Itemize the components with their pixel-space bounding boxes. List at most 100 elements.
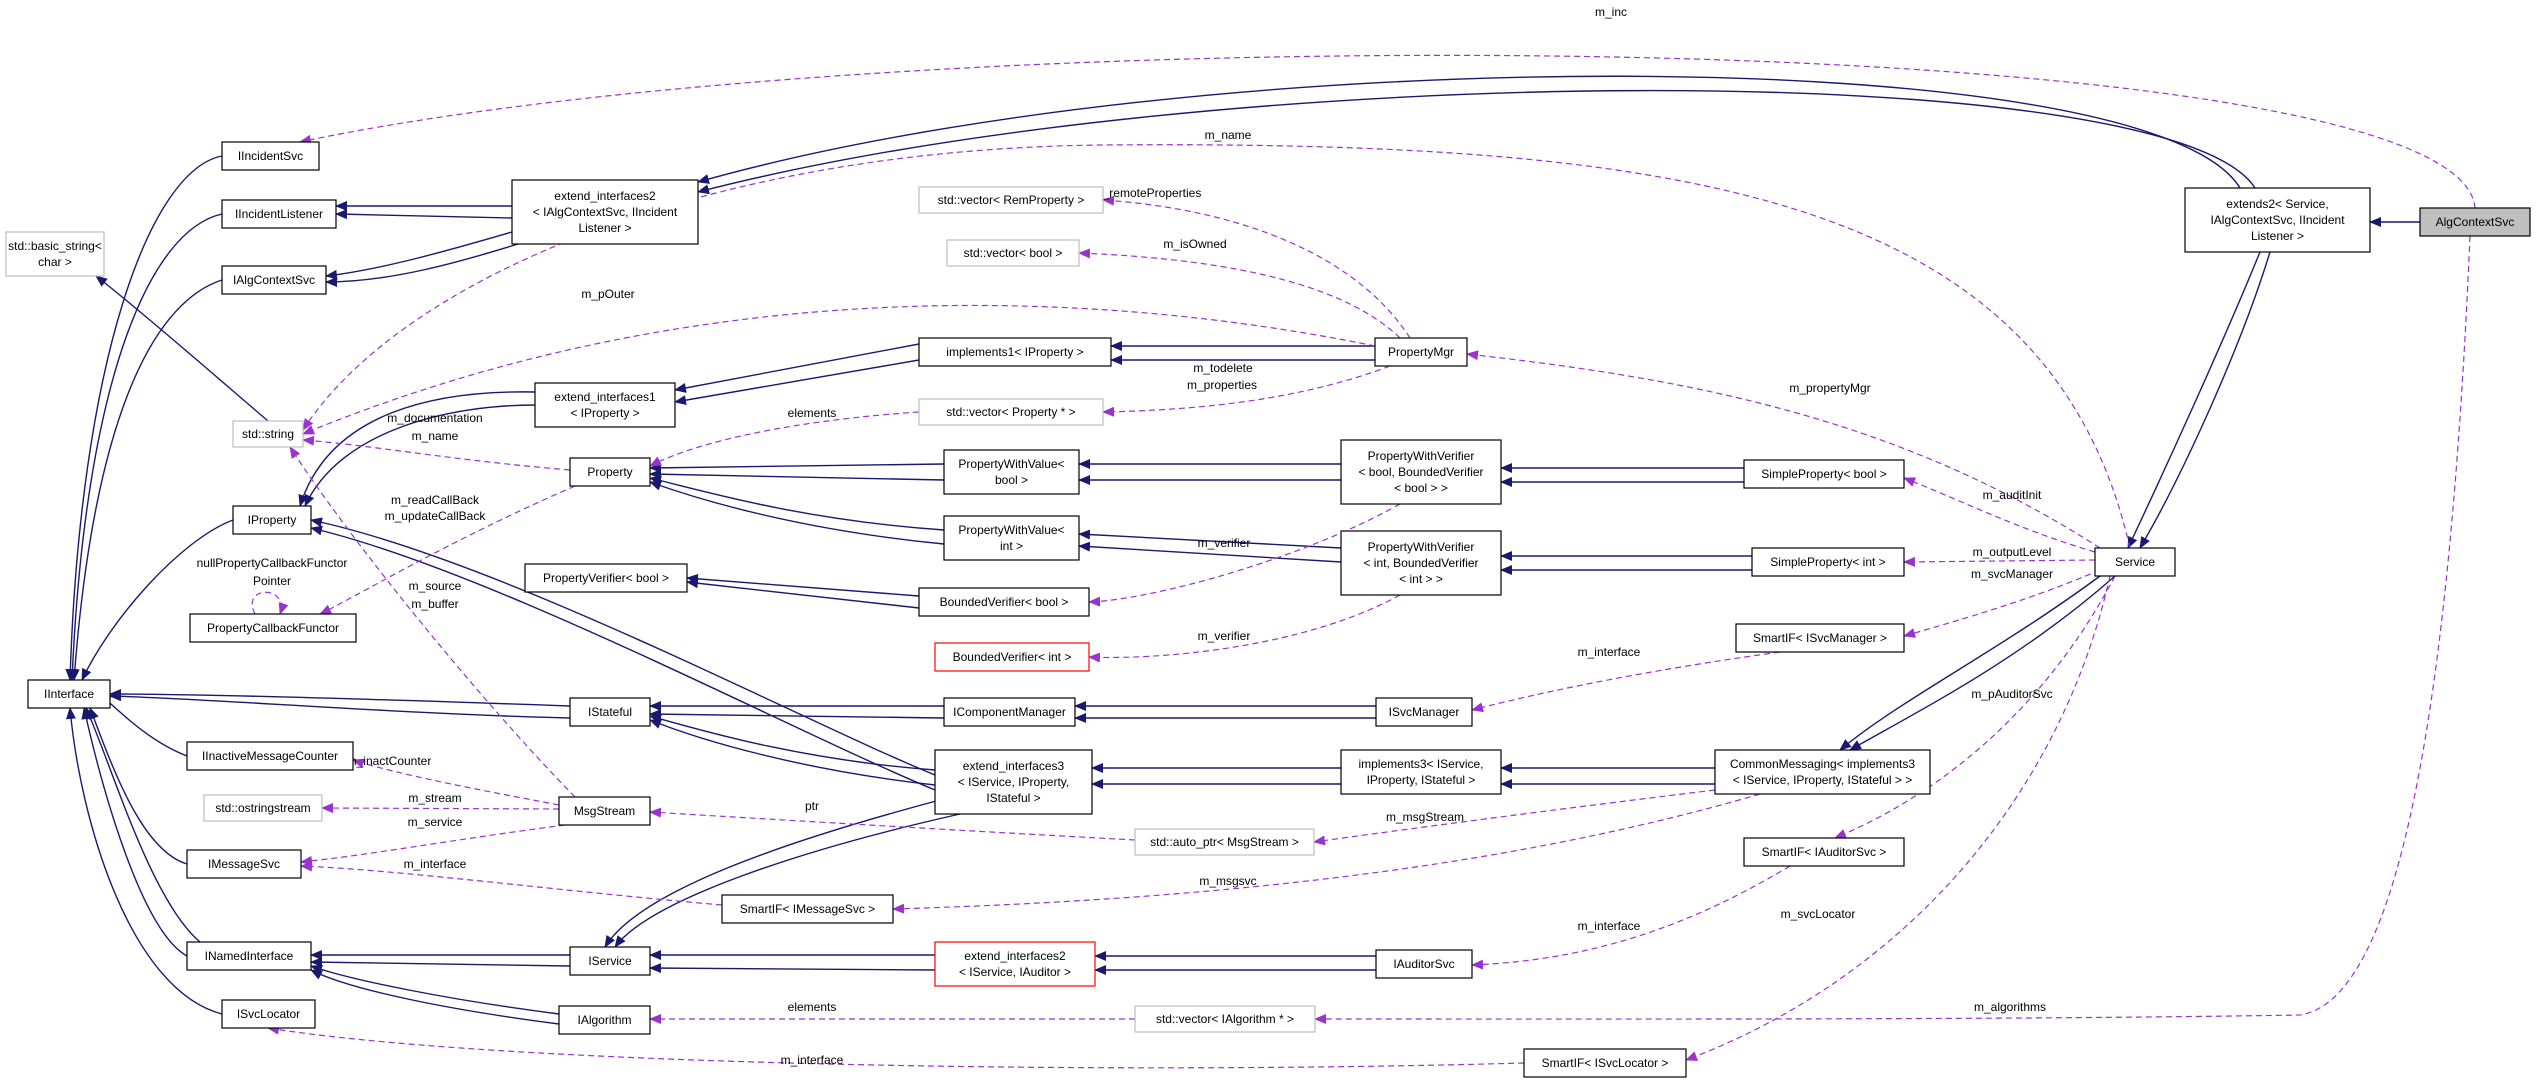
edge-label-m_auditInit: m_auditInit xyxy=(1983,488,2042,502)
class-node-IIncidentListener[interactable]: IIncidentListener xyxy=(221,199,337,229)
usage-edge-ptr xyxy=(649,807,1136,841)
class-node-label: < IService, IProperty, IStateful > > xyxy=(1733,773,1913,787)
class-node-IProperty[interactable]: IProperty xyxy=(232,505,312,535)
class-node-SmartIF_ISvcLocator[interactable]: SmartIF< ISvcLocator > xyxy=(1523,1048,1687,1078)
class-node-label: IAuditorSvc xyxy=(1393,957,1454,971)
class-node-vec_RemProperty[interactable]: std::vector< RemProperty > xyxy=(918,186,1104,214)
class-node-ext_if2_alg[interactable]: extend_interfaces2< IAlgContextSvc, IInc… xyxy=(511,179,699,245)
class-node-box xyxy=(1374,337,1468,367)
class-node-box xyxy=(918,398,1104,426)
class-node-box xyxy=(221,265,327,295)
class-node-PropertyVerifier[interactable]: PropertyVerifier< bool > xyxy=(524,563,688,593)
class-node-IInterface[interactable]: IInterface xyxy=(27,679,111,709)
class-node-IService[interactable]: IService xyxy=(569,946,651,976)
class-node-ISvcLocator[interactable]: ISvcLocator xyxy=(221,999,316,1029)
class-node-ISvcManager[interactable]: ISvcManager xyxy=(1375,697,1473,727)
class-node-label: IAlgorithm xyxy=(577,1013,631,1027)
class-node-label: int > xyxy=(1000,539,1023,553)
class-node-PropertyCallbackFunctor[interactable]: PropertyCallbackFunctor xyxy=(189,613,357,643)
edge-label-m_source: m_source xyxy=(409,579,462,593)
class-node-label: std::basic_string< xyxy=(8,239,102,253)
class-node-IComponentManager[interactable]: IComponentManager xyxy=(943,697,1076,727)
class-node-label: IProperty xyxy=(248,513,297,527)
class-node-label: SmartIF< ISvcLocator > xyxy=(1542,1056,1669,1070)
class-node-PWV_int[interactable]: PropertyWithValue<int > xyxy=(943,515,1080,561)
class-node-label: char > xyxy=(38,255,72,269)
class-node-IStateful[interactable]: IStateful xyxy=(569,697,651,727)
class-node-AlgContextSvc[interactable]: AlgContextSvc xyxy=(2419,207,2531,237)
class-node-IAlgContextSvc[interactable]: IAlgContextSvc xyxy=(221,265,327,295)
class-node-BV_bool[interactable]: BoundedVerifier< bool > xyxy=(918,587,1090,617)
edge-label-m_inc: m_inc xyxy=(1595,5,1627,19)
class-node-Property[interactable]: Property xyxy=(569,457,651,487)
class-node-vec_Property[interactable]: std::vector< Property * > xyxy=(918,398,1104,426)
class-node-ostringstream[interactable]: std::ostringstream xyxy=(203,794,323,822)
edge-label-m_interface_msg: m_interface xyxy=(404,857,467,871)
class-node-vec_IAlgorithm[interactable]: std::vector< IAlgorithm * > xyxy=(1134,1005,1316,1033)
class-node-string[interactable]: std::string xyxy=(232,420,304,448)
usage-edge-m_readCallBack xyxy=(319,485,576,615)
class-node-label: BoundedVerifier< bool > xyxy=(940,595,1069,609)
class-node-label: std::string xyxy=(242,427,294,441)
class-node-INamedInterface[interactable]: INamedInterface xyxy=(186,941,312,971)
class-node-basic_string[interactable]: std::basic_string<char > xyxy=(5,231,105,277)
class-node-SmartIF_IMessageSvc[interactable]: SmartIF< IMessageSvc > xyxy=(721,894,894,924)
class-node-SimpleProperty_int[interactable]: SimpleProperty< int > xyxy=(1751,547,1905,577)
class-node-box xyxy=(232,505,312,535)
inheritance-edge-impl1-ext_if1 xyxy=(674,343,920,393)
class-node-label: IIncidentListener xyxy=(235,207,323,221)
class-node-box xyxy=(1743,837,1905,867)
nodes-layer: IIncidentSvcIIncidentListenerIAlgContext… xyxy=(5,141,2531,1078)
class-node-SmartIF_ISvcManager[interactable]: SmartIF< ISvcManager > xyxy=(1735,623,1905,653)
class-node-label: < int, BoundedVerifier xyxy=(1363,556,1478,570)
class-node-ext_if2_aud[interactable]: extend_interfaces2< IService, IAuditor > xyxy=(934,941,1096,987)
edge-label-m_readCallBack: m_readCallBack xyxy=(391,493,480,507)
class-node-PWVer_bool[interactable]: PropertyWithVerifier< bool, BoundedVerif… xyxy=(1340,439,1502,505)
class-node-SimpleProperty_bool[interactable]: SimpleProperty< bool > xyxy=(1743,459,1905,489)
class-node-label: < IService, IAuditor > xyxy=(959,965,1071,979)
class-node-label: SmartIF< IMessageSvc > xyxy=(740,902,875,916)
class-node-vec_bool[interactable]: std::vector< bool > xyxy=(946,239,1080,267)
class-node-label: extends2< Service, xyxy=(2226,197,2328,211)
class-node-IAuditorSvc[interactable]: IAuditorSvc xyxy=(1375,949,1473,979)
usage-edge-m_interface_msg xyxy=(300,861,723,906)
class-node-IMessageSvc[interactable]: IMessageSvc xyxy=(186,849,302,879)
class-node-auto_ptr[interactable]: std::auto_ptr< MsgStream > xyxy=(1134,828,1315,856)
class-node-box xyxy=(1375,697,1473,727)
class-node-impl1[interactable]: implements1< IProperty > xyxy=(918,337,1112,367)
class-node-PWV_bool[interactable]: PropertyWithValue<bool > xyxy=(943,449,1080,495)
class-node-label: SimpleProperty< bool > xyxy=(1761,467,1886,481)
class-node-SmartIF_IAuditorSvc[interactable]: SmartIF< IAuditorSvc > xyxy=(1743,837,1905,867)
class-node-label: < bool > > xyxy=(1394,481,1448,495)
class-node-IAlgorithm[interactable]: IAlgorithm xyxy=(558,1005,651,1035)
class-node-ext_if1[interactable]: extend_interfaces1< IProperty > xyxy=(534,382,676,428)
class-node-box xyxy=(918,337,1112,367)
class-node-extends2[interactable]: extends2< Service,IAlgContextSvc, IIncid… xyxy=(2184,187,2371,253)
class-node-impl3[interactable]: implements3< IService,IProperty, IStatef… xyxy=(1340,749,1502,795)
class-node-PropertyMgr[interactable]: PropertyMgr xyxy=(1374,337,1468,367)
class-node-IIncidentSvc[interactable]: IIncidentSvc xyxy=(221,141,320,171)
inheritance-edge-IAlgorithm-INamedInterface xyxy=(310,969,560,1025)
class-node-PWVer_int[interactable]: PropertyWithVerifier< int, BoundedVerifi… xyxy=(1340,530,1502,596)
class-node-label: IMessageSvc xyxy=(208,857,280,871)
edge-label-m_svcManager: m_svcManager xyxy=(1971,567,2053,581)
inheritance-edge-ext_if2_alg-IIncidentListener xyxy=(335,209,513,220)
class-node-box xyxy=(943,449,1080,495)
usage-edge-m_source xyxy=(289,446,576,798)
class-node-label: Property xyxy=(587,465,632,479)
usage-edge-m_auditInit xyxy=(1903,477,2096,553)
class-node-label: < IProperty > xyxy=(570,406,639,420)
inheritance-edge-IIncidentSvc-IInterface xyxy=(65,155,223,681)
class-node-IInactiveMessageCounter[interactable]: IInactiveMessageCounter xyxy=(186,741,354,771)
usage-edge-m_name_prop xyxy=(302,435,571,471)
class-node-BV_int[interactable]: BoundedVerifier< int > xyxy=(934,642,1090,672)
edge-label-m_isOwned: m_isOwned xyxy=(1163,237,1226,251)
edge-label-m_verifier_int: m_verifier xyxy=(1198,629,1251,643)
class-node-Service[interactable]: Service xyxy=(2094,547,2176,577)
class-node-ext_if3[interactable]: extend_interfaces3< IService, IProperty,… xyxy=(934,749,1093,815)
inheritance-edge-INamedInterface-IInterface xyxy=(85,707,201,943)
class-node-MsgStream[interactable]: MsgStream xyxy=(558,796,651,826)
class-node-CommonMessaging[interactable]: CommonMessaging< implements3< IService, … xyxy=(1714,749,1931,795)
usage-edge-m_inactCounter xyxy=(352,758,560,806)
